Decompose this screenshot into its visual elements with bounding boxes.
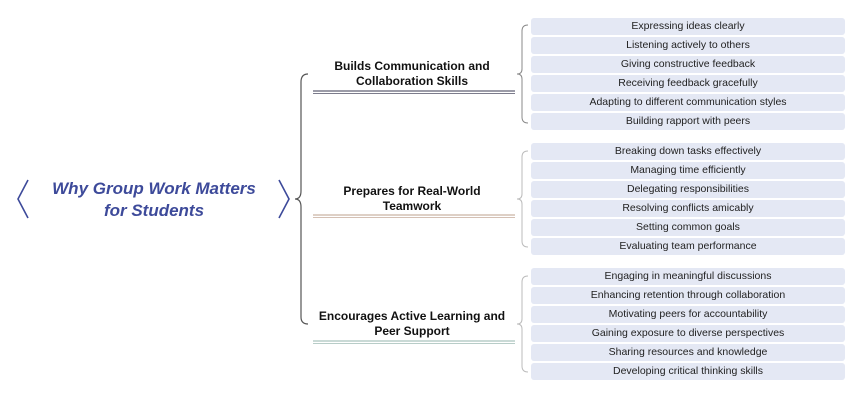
branch-label-line-2: Peer Support xyxy=(374,324,450,338)
leaf-item: Building rapport with peers xyxy=(531,113,845,130)
leaf-item: Expressing ideas clearly xyxy=(531,18,845,35)
branch-3-curly-bracket xyxy=(516,275,529,373)
root-title-line-2: for Students xyxy=(103,201,205,220)
leaf-item: Developing critical thinking skills xyxy=(531,363,845,380)
leaf-item: Resolving conflicts amicably xyxy=(531,200,845,217)
leaf-item: Breaking down tasks effectively xyxy=(531,143,845,160)
branch-label-line-1: Builds Communication and xyxy=(334,59,490,73)
leaf-item: Managing time efficiently xyxy=(531,162,845,179)
leaf-item: Enhancing retention through collaboratio… xyxy=(531,287,845,304)
branch-label-line-2: Teamwork xyxy=(382,199,442,213)
leaf-item: Receiving feedback gracefully xyxy=(531,75,845,92)
branch-label-line-1: Prepares for Real-World xyxy=(343,184,481,198)
root-title-line-1: Why Group Work Matters xyxy=(52,179,256,198)
leaf-item: Gaining exposure to diverse perspectives xyxy=(531,325,845,342)
branch-2-curly-bracket xyxy=(516,150,529,248)
branch-label-line-1: Encourages Active Learning and xyxy=(318,309,506,323)
leaf-item: Evaluating team performance xyxy=(531,238,845,255)
leaf-item: Adapting to different communication styl… xyxy=(531,94,845,111)
leaf-item: Sharing resources and knowledge xyxy=(531,344,845,361)
root-left-angle-bracket xyxy=(17,179,29,219)
branch-1-curly-bracket xyxy=(516,24,529,124)
leaf-item: Motivating peers for accountability xyxy=(531,306,845,323)
root-title: Why Group Work Matters for Students xyxy=(36,178,272,222)
leaf-item: Setting common goals xyxy=(531,219,845,236)
main-curly-bracket xyxy=(294,73,309,325)
leaf-item: Listening actively to others xyxy=(531,37,845,54)
leaf-item: Engaging in meaningful discussions xyxy=(531,268,845,285)
branch-label-line-2: Collaboration Skills xyxy=(355,74,469,88)
branch-label-communication: Builds Communication and Collaboration S… xyxy=(309,59,515,89)
root-right-angle-bracket xyxy=(278,179,290,219)
branch-label-active-learning: Encourages Active Learning and Peer Supp… xyxy=(309,309,515,339)
leaf-item: Giving constructive feedback xyxy=(531,56,845,73)
leaf-item: Delegating responsibilities xyxy=(531,181,845,198)
branch-label-teamwork: Prepares for Real-World Teamwork xyxy=(309,184,515,214)
